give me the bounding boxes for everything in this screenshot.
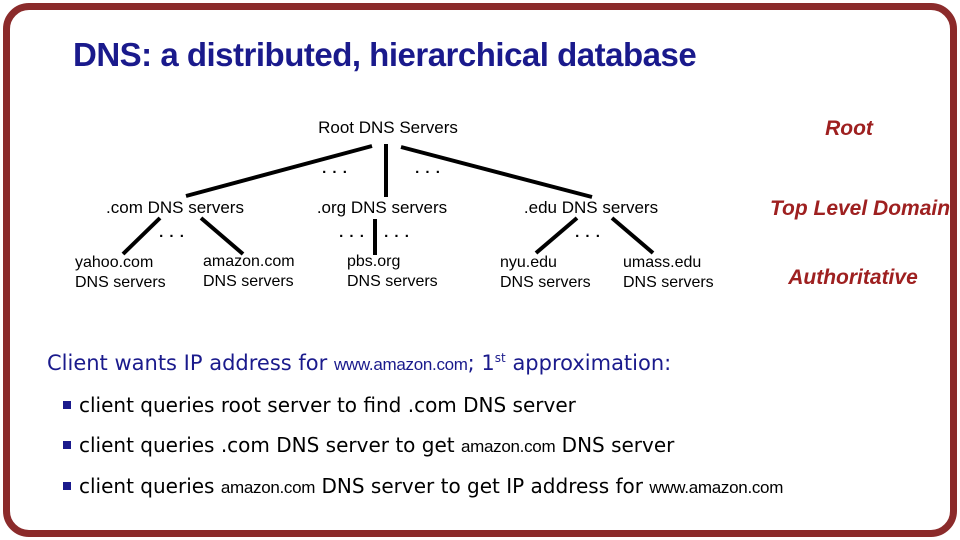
lead-part1: Client wants IP address for [47, 351, 334, 375]
bullet-text: client queries .com DNS server to get am… [79, 433, 674, 457]
bullet-text: client queries amazon.com DNS server to … [79, 474, 783, 498]
leaf-sub: DNS servers [623, 274, 714, 291]
bullet-code-part: amazon.com [220, 478, 316, 497]
tree-node-root: Root DNS Servers [318, 118, 458, 137]
lead-ordinal-suffix: st [494, 351, 506, 365]
leaf-sub: DNS servers [203, 273, 294, 290]
bullet-item-2: client queries .com DNS server to get am… [63, 433, 674, 457]
tree-node-com: .com DNS servers [106, 198, 244, 217]
ellipsis-root-right: . . . [415, 160, 441, 177]
lead-part3: approximation: [505, 351, 672, 375]
bullet-marker [63, 441, 71, 449]
tree-leaf-nyu: nyu.edu DNS servers [500, 253, 591, 293]
tree-leaf-pbs: pbs.org DNS servers [347, 252, 438, 292]
bullet-item-3: client queries amazon.com DNS server to … [63, 474, 783, 498]
ellipsis-org-right: . . . [384, 224, 410, 241]
lead-part2: ; 1 [467, 351, 495, 375]
bullet-item-1: client queries root server to find .com … [63, 393, 576, 417]
leaf-name: umass.edu [623, 254, 702, 271]
bullet-code-part: amazon.com [460, 437, 556, 456]
ellipsis-org-left: . . . [339, 224, 365, 241]
bullet-marker [63, 482, 71, 490]
bullet-text-part: DNS server to get IP address for [315, 474, 650, 498]
tier-label-root: Root [825, 117, 873, 140]
leaf-name: pbs.org [347, 253, 401, 270]
bullet-text-part: client queries .com DNS server to get [79, 433, 461, 457]
slide-title: DNS: a distributed, hierarchical databas… [73, 36, 697, 73]
ellipsis-root-left: . . . [322, 160, 348, 177]
bullet-code-part: www.amazon.com [649, 478, 784, 497]
bullet-text-part: client queries [79, 474, 221, 498]
leaf-name: yahoo.com [75, 254, 154, 271]
leaf-name: nyu.edu [500, 254, 557, 271]
lead-sentence: Client wants IP address for www.amazon.c… [47, 351, 671, 375]
leaf-sub: DNS servers [75, 274, 166, 291]
lead-hostname: www.amazon.com [333, 355, 468, 374]
leaf-sub: DNS servers [347, 273, 438, 290]
leaf-name: amazon.com [203, 253, 295, 270]
bullet-text-part: client queries root server to find .com … [79, 393, 576, 417]
tree-node-edu: .edu DNS servers [523, 198, 659, 217]
leaf-sub: DNS servers [500, 274, 591, 291]
tree-node-org: .org DNS servers [316, 198, 448, 217]
bullet-marker [63, 401, 71, 409]
tree-leaf-amazon: amazon.com DNS servers [203, 252, 295, 292]
tier-label-authoritative: Authoritative [788, 266, 918, 289]
bullet-text: client queries root server to find .com … [79, 393, 576, 417]
ellipsis-com: . . . [159, 224, 185, 241]
tree-leaf-umass: umass.edu DNS servers [623, 253, 714, 293]
bullet-text-part: DNS server [555, 433, 675, 457]
ellipsis-edu: . . . [575, 224, 601, 241]
tree-leaf-yahoo: yahoo.com DNS servers [75, 253, 166, 293]
tier-label-tld: Top Level Domain [769, 197, 951, 220]
